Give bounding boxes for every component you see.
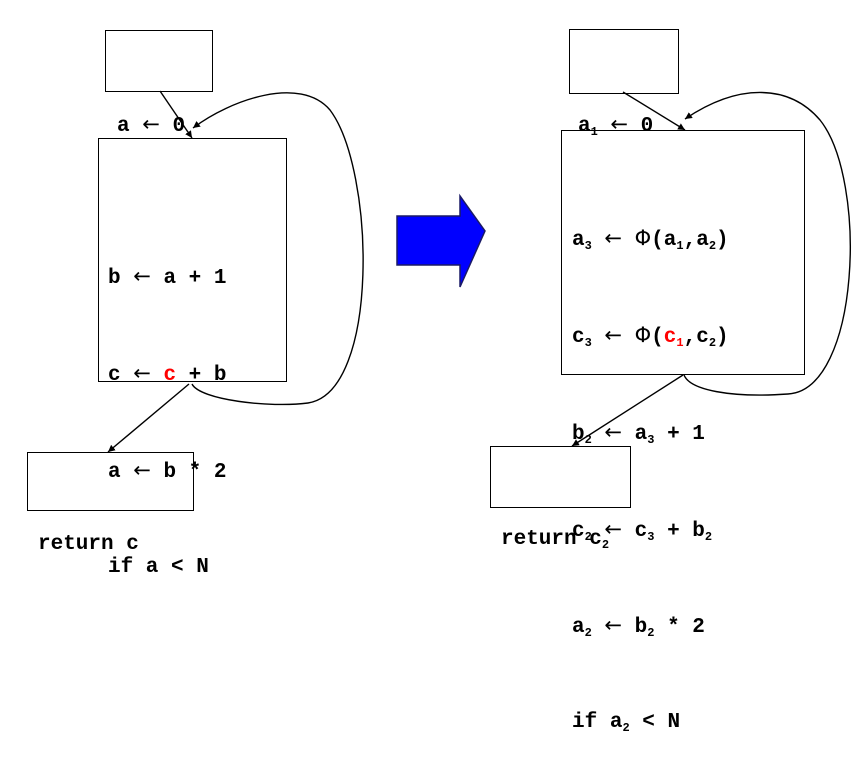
left-back-edge [191,92,364,406]
transform-arrow [396,193,486,288]
left-edge-body-to-exit [107,383,190,453]
left-exit-block [27,452,194,511]
right-edge-entry-to-body [622,91,686,131]
right-exit-code: return c2 [501,528,610,553]
right-loop-block [561,130,805,375]
left-edge-entry-to-body [159,90,193,139]
left-loop-block [98,138,287,382]
right-entry-block [569,29,679,94]
right-edge-body-to-exit [571,374,684,447]
right-exit-block [490,446,631,508]
left-stmt-a: a ← b * 2 [108,457,227,484]
right-phi-c: c3 ← Φ(c1,c2) [572,322,729,350]
left-exit-code: return c [38,533,139,557]
right-phi-a: a3 ← Φ(a1,a2) [572,226,729,254]
highlighted-var-c: c [163,363,177,387]
right-back-edge [683,91,851,396]
left-entry-code: a ← 0 [117,112,186,139]
left-entry-block [105,30,213,92]
right-stmt-if: if a2 < N [572,711,681,736]
highlighted-var-c1: c1 [663,325,684,350]
right-stmt-b2: b2 ← a3 + 1 [572,419,705,447]
left-stmt-c: c ← c + b [108,360,227,387]
diagram-edges [107,90,851,453]
left-stmt-b: b ← a + 1 [108,264,227,291]
right-stmt-a2: a2 ← b2 * 2 [572,613,705,641]
